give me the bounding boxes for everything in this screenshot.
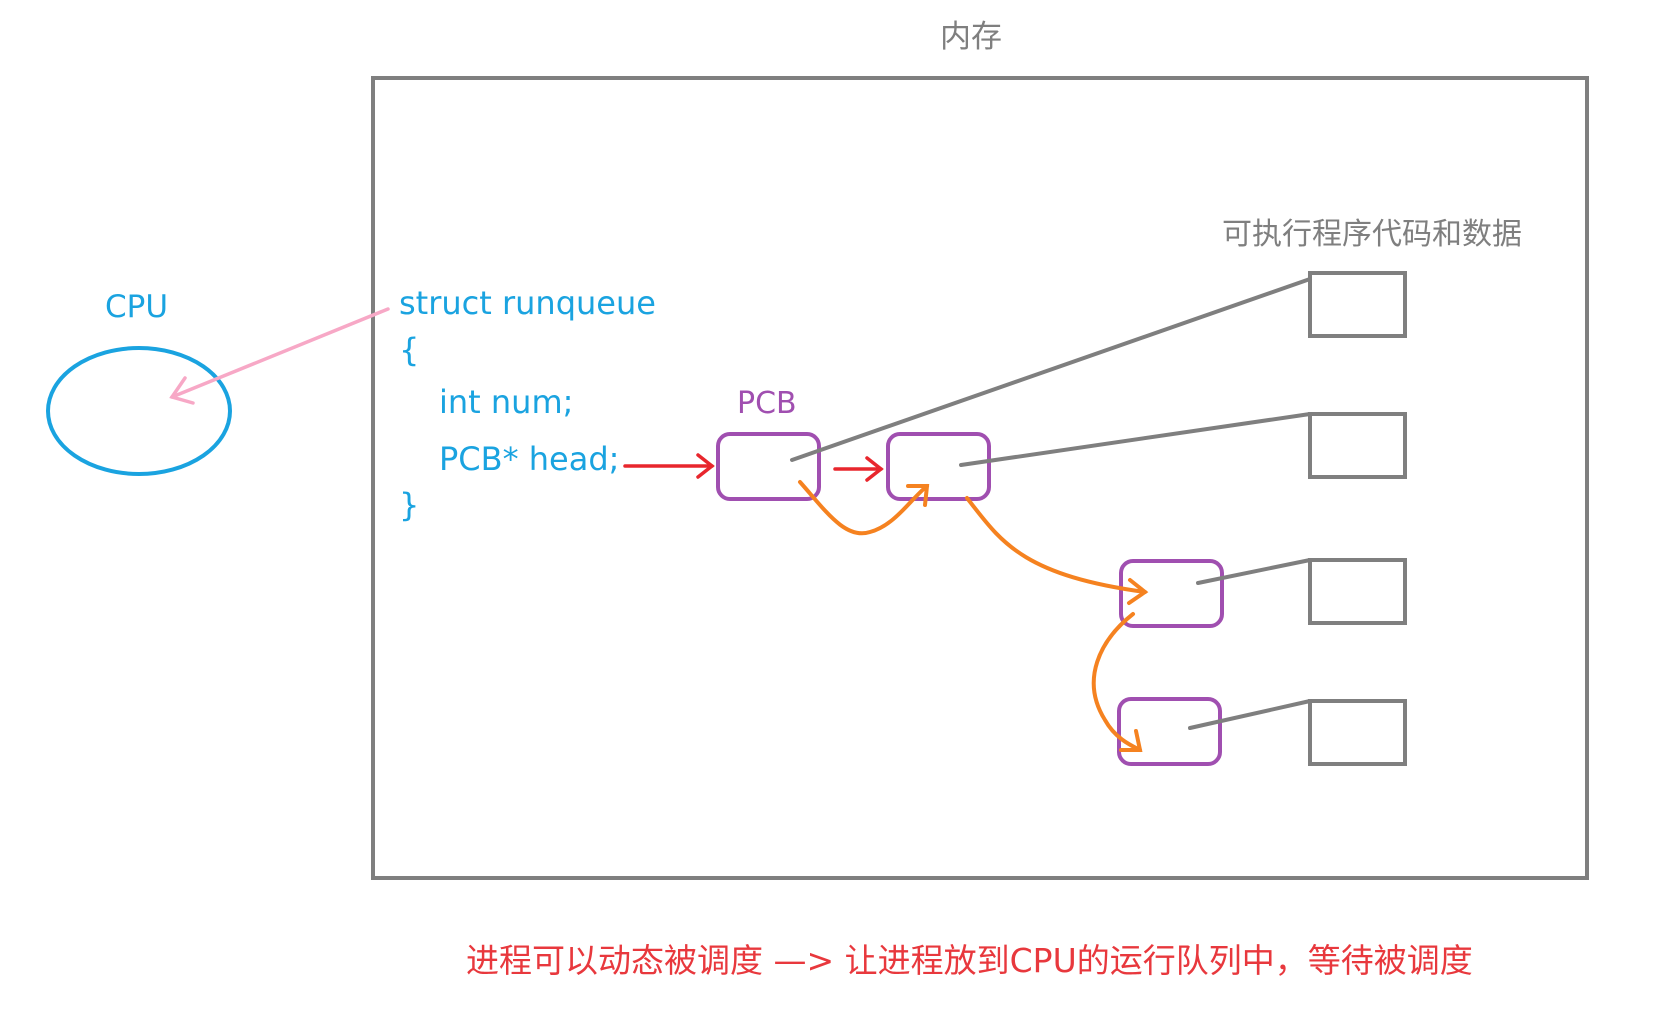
link-4 — [1188, 699, 1312, 730]
link-3 — [1196, 558, 1312, 585]
exe-box-4 — [1308, 699, 1407, 766]
pcb-box-2 — [886, 432, 991, 501]
exe-box-3 — [1308, 558, 1407, 625]
pcb-box-1 — [716, 432, 821, 501]
executable-label: 可执行程序代码和数据 — [1222, 217, 1522, 252]
next-arrow-1 — [798, 480, 929, 536]
pcb-to-exe-links — [790, 277, 1312, 730]
next-arrow-3 — [1091, 612, 1142, 752]
footer-caption: 进程可以动态被调度 —> 让进程放到CPU的运行队列中，等待被调度 — [466, 941, 1473, 980]
next-pointer-arrows — [798, 480, 1149, 752]
runqueue-close-brace: } — [399, 486, 420, 524]
pcb-box-3 — [1119, 559, 1224, 628]
next-arrow-2 — [965, 496, 1147, 594]
link-1 — [790, 277, 1312, 462]
memory-title: 内存 — [940, 19, 1002, 55]
runqueue-to-cpu-arrow — [169, 307, 390, 405]
pcb-box-4 — [1117, 697, 1222, 766]
runqueue-open-brace: { — [399, 331, 420, 369]
exe-box-2 — [1308, 412, 1407, 479]
runqueue-struct-line: struct runqueue — [399, 284, 656, 322]
memory-frame — [371, 76, 1589, 880]
runqueue-num-field: int num; — [439, 383, 574, 421]
pcb-label: PCB — [737, 386, 797, 421]
pcb1-to-pcb2-arrow — [833, 456, 884, 482]
runqueue-head-field: PCB* head; — [439, 440, 620, 478]
link-2 — [959, 412, 1312, 467]
head-to-pcb-arrow — [623, 453, 715, 479]
cpu-label: CPU — [105, 289, 169, 325]
exe-box-1 — [1308, 271, 1407, 338]
cpu-ellipse — [46, 346, 232, 476]
